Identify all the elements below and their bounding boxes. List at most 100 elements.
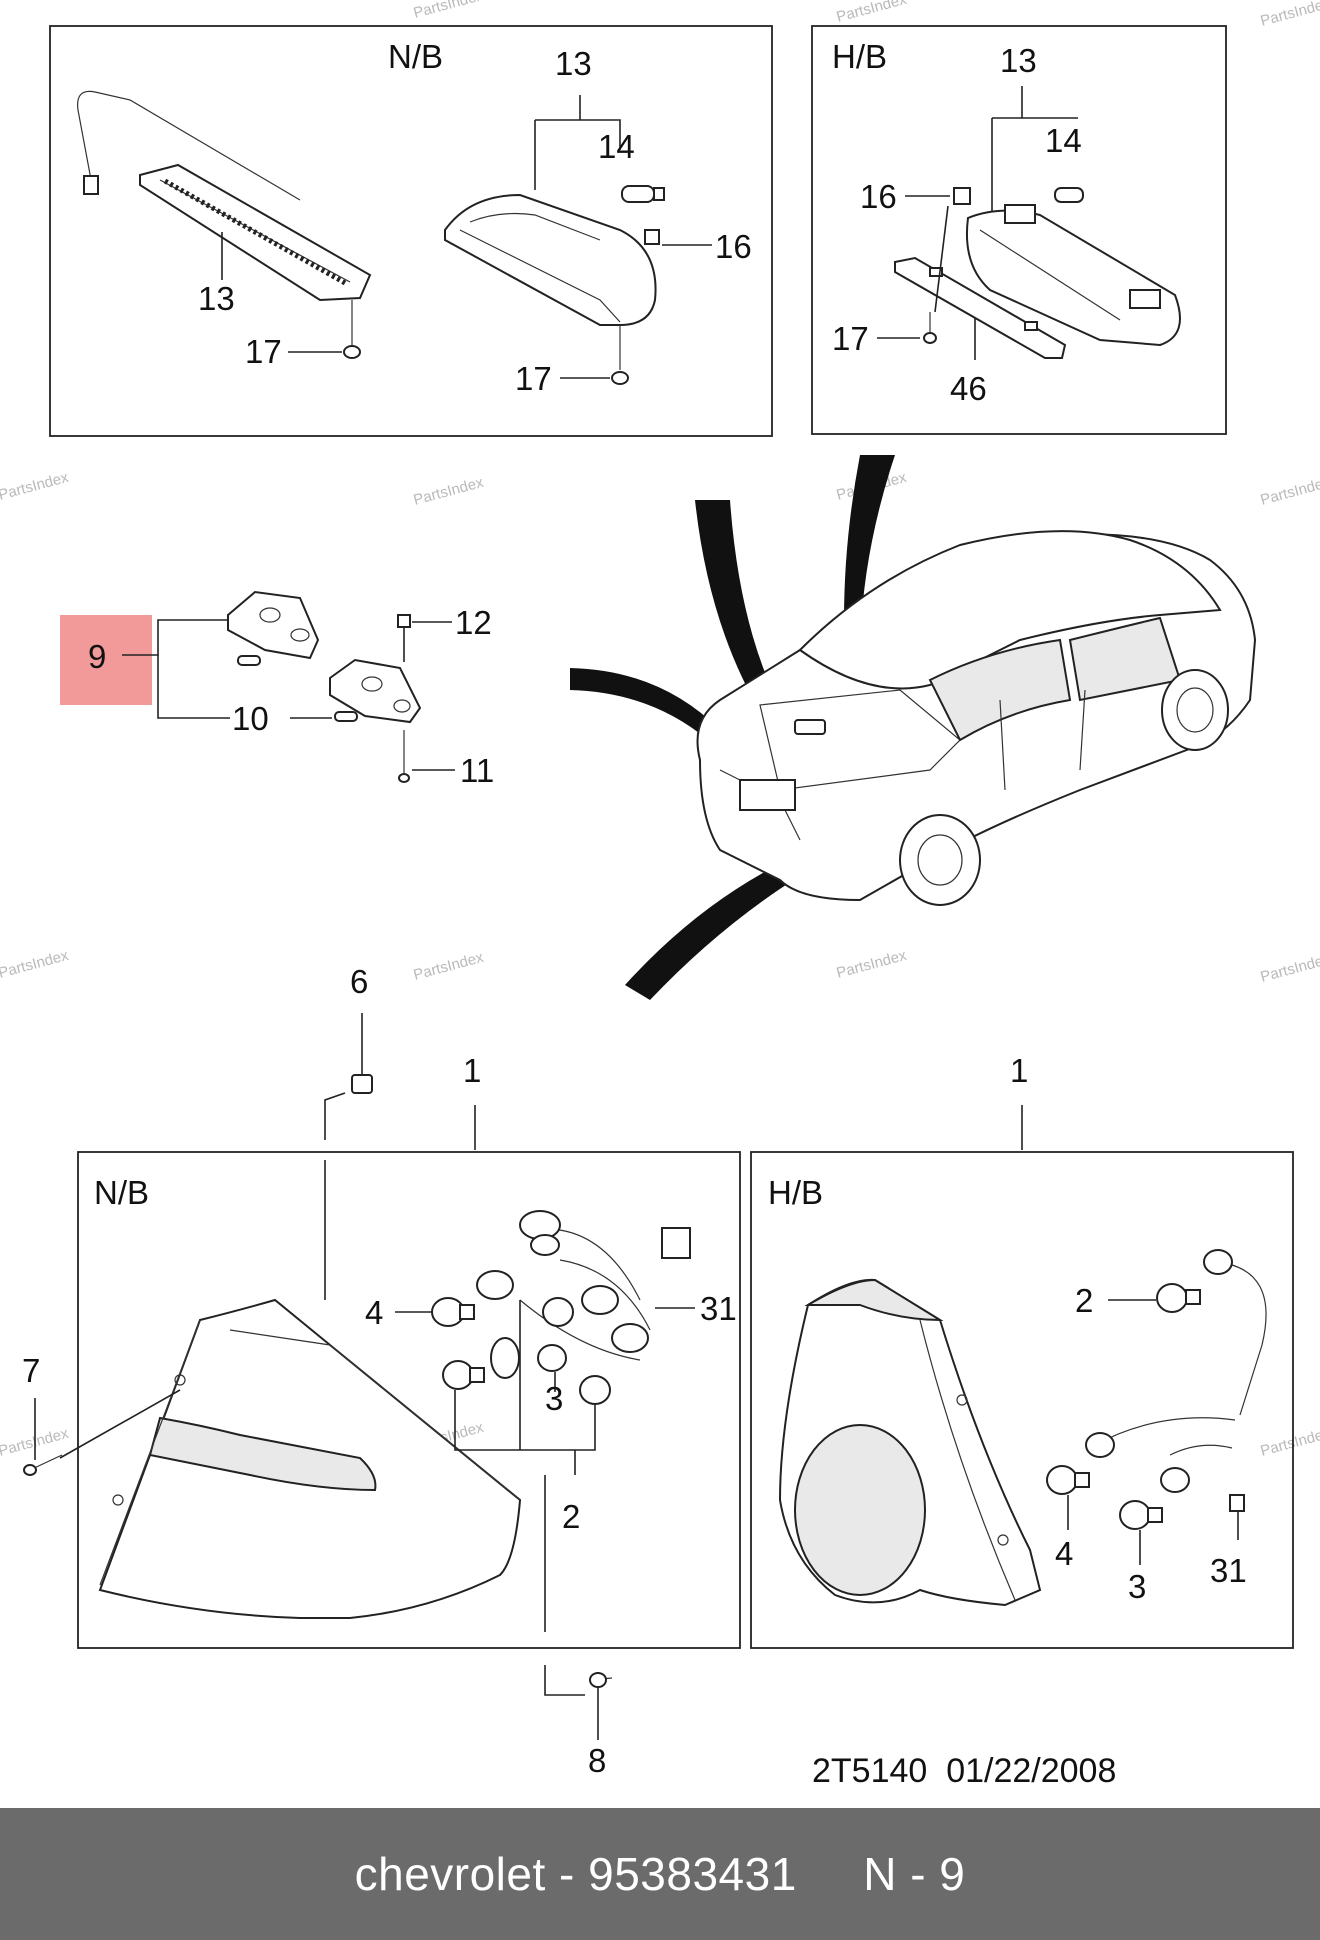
callout-17: 17: [245, 333, 282, 370]
callout-13: 13: [198, 280, 235, 317]
license-lamp: [329, 658, 422, 724]
callout-7: 7: [22, 1352, 40, 1389]
callout-1: 1: [1010, 1052, 1028, 1089]
front-wheel: [1161, 669, 1229, 751]
bulb-10: [237, 655, 261, 666]
bulb-4: [1046, 1465, 1090, 1495]
tail-lamp-hb: [778, 1278, 1042, 1607]
connector: [661, 1227, 691, 1259]
panel-bottom-left: N/B 7: [22, 1151, 741, 1649]
callout-11: 11: [460, 752, 494, 789]
stop-lamp-housing: [965, 204, 1181, 347]
watermark: PartsIndex: [1259, 1425, 1320, 1460]
footer-bar: chevrolet - 95383431 N - 9: [0, 1808, 1320, 1940]
clip-16: [644, 229, 660, 245]
nut-6: [351, 1074, 373, 1094]
license-plate: [739, 779, 796, 811]
bulb-socket-harness: [476, 1210, 691, 1379]
leader-line: [122, 619, 230, 656]
watermark: PartsIndex: [0, 947, 71, 982]
license-lamp: [227, 590, 320, 660]
bulb-10: [334, 711, 358, 722]
bulb-2: [442, 1360, 485, 1390]
pointer-band: [570, 668, 720, 740]
leader-line: [535, 119, 621, 150]
screw-7: [23, 1454, 63, 1476]
callout-17: 17: [515, 360, 552, 397]
bulb-3: [1119, 1500, 1163, 1530]
callout-9: 9: [88, 638, 106, 675]
bottom-upper-callouts: 6 1 1: [324, 963, 1028, 1150]
callout-16: 16: [860, 178, 897, 215]
callout-4: 4: [1055, 1535, 1073, 1572]
stop-lamp-housing: [444, 193, 657, 326]
screw-11: [398, 730, 410, 783]
rear-wheel: [899, 814, 981, 906]
callout-3: 3: [1128, 1568, 1146, 1605]
rear-window: [928, 638, 1072, 742]
watermark: PartsIndex: [1259, 0, 1320, 30]
license-lamp-group: 9 10 12 11: [60, 590, 494, 789]
bulb-2: [579, 1375, 611, 1405]
callout-13: 13: [555, 45, 592, 82]
panel-frame: [49, 25, 773, 437]
callout-12: 12: [455, 604, 492, 641]
panel-frame: [750, 1151, 1294, 1649]
clip-16: [953, 187, 971, 205]
drawing-code: 2T5140 01/22/2008: [812, 1752, 1116, 1790]
panel-title: N/B: [94, 1174, 149, 1211]
bulb-14: [1054, 187, 1084, 203]
trunk-lid: [759, 689, 961, 791]
bulb-2: [1156, 1283, 1201, 1313]
callout-14: 14: [598, 128, 635, 165]
callout-4: 4: [365, 1294, 383, 1331]
callout-17: 17: [832, 320, 869, 357]
callout-6: 6: [350, 963, 368, 1000]
screw-17: [611, 325, 629, 385]
watermark: PartsIndex: [835, 0, 909, 26]
clip-12: [397, 614, 411, 628]
bracket-46: [894, 256, 1067, 359]
bolt-8: [589, 1672, 613, 1688]
callout-31: 31: [1210, 1552, 1247, 1589]
car-illustration: [570, 455, 1257, 1000]
leader-line: [157, 655, 230, 719]
watermark: PartsIndex: [1259, 951, 1320, 986]
bulb-socket-harness: [1085, 1249, 1267, 1512]
panel-top-left: N/B 13 17 13 14: [49, 25, 773, 437]
watermark: PartsIndex: [412, 0, 486, 22]
bulb-3: [537, 1344, 567, 1372]
stop-lamp-on-car: [794, 719, 826, 735]
panel-title: H/B: [768, 1174, 823, 1211]
callout-14: 14: [1045, 122, 1082, 159]
watermark: PartsIndex: [0, 469, 71, 504]
callout-31: 31: [700, 1290, 737, 1327]
door-lines: [999, 689, 1086, 791]
clip-31: [1229, 1494, 1245, 1512]
watermark: PartsIndex: [412, 949, 486, 984]
bulb-4: [431, 1297, 475, 1327]
panel-top-right: H/B 13 14 16 17: [811, 25, 1227, 435]
screw-17: [923, 312, 937, 344]
callout-8: 8: [588, 1742, 606, 1779]
car-roof: [798, 530, 1222, 690]
panel-bottom-right: H/B 2 4: [750, 1151, 1294, 1649]
callout-10: 10: [232, 700, 269, 737]
callout-2: 2: [562, 1498, 580, 1535]
callout-3: 3: [545, 1380, 563, 1417]
callout-16: 16: [715, 228, 752, 265]
leader-line: [454, 1390, 596, 1451]
highlight-box: [60, 615, 152, 705]
watermark: PartsIndex: [412, 474, 486, 509]
screw-17: [343, 300, 361, 359]
leader-line: [934, 205, 949, 313]
bulb-2: [542, 1297, 574, 1327]
footer-title: chevrolet - 95383431 N - 9: [354, 1848, 966, 1900]
callout-2: 2: [1075, 1282, 1093, 1319]
leader-line: [324, 1092, 346, 1140]
tail-lamp-nb: [98, 1298, 522, 1619]
watermark: PartsIndex: [1259, 474, 1320, 509]
panel-frame: [811, 25, 1227, 435]
bottom-bolt: 8: [544, 1665, 613, 1779]
watermark: PartsIndex: [835, 947, 909, 982]
